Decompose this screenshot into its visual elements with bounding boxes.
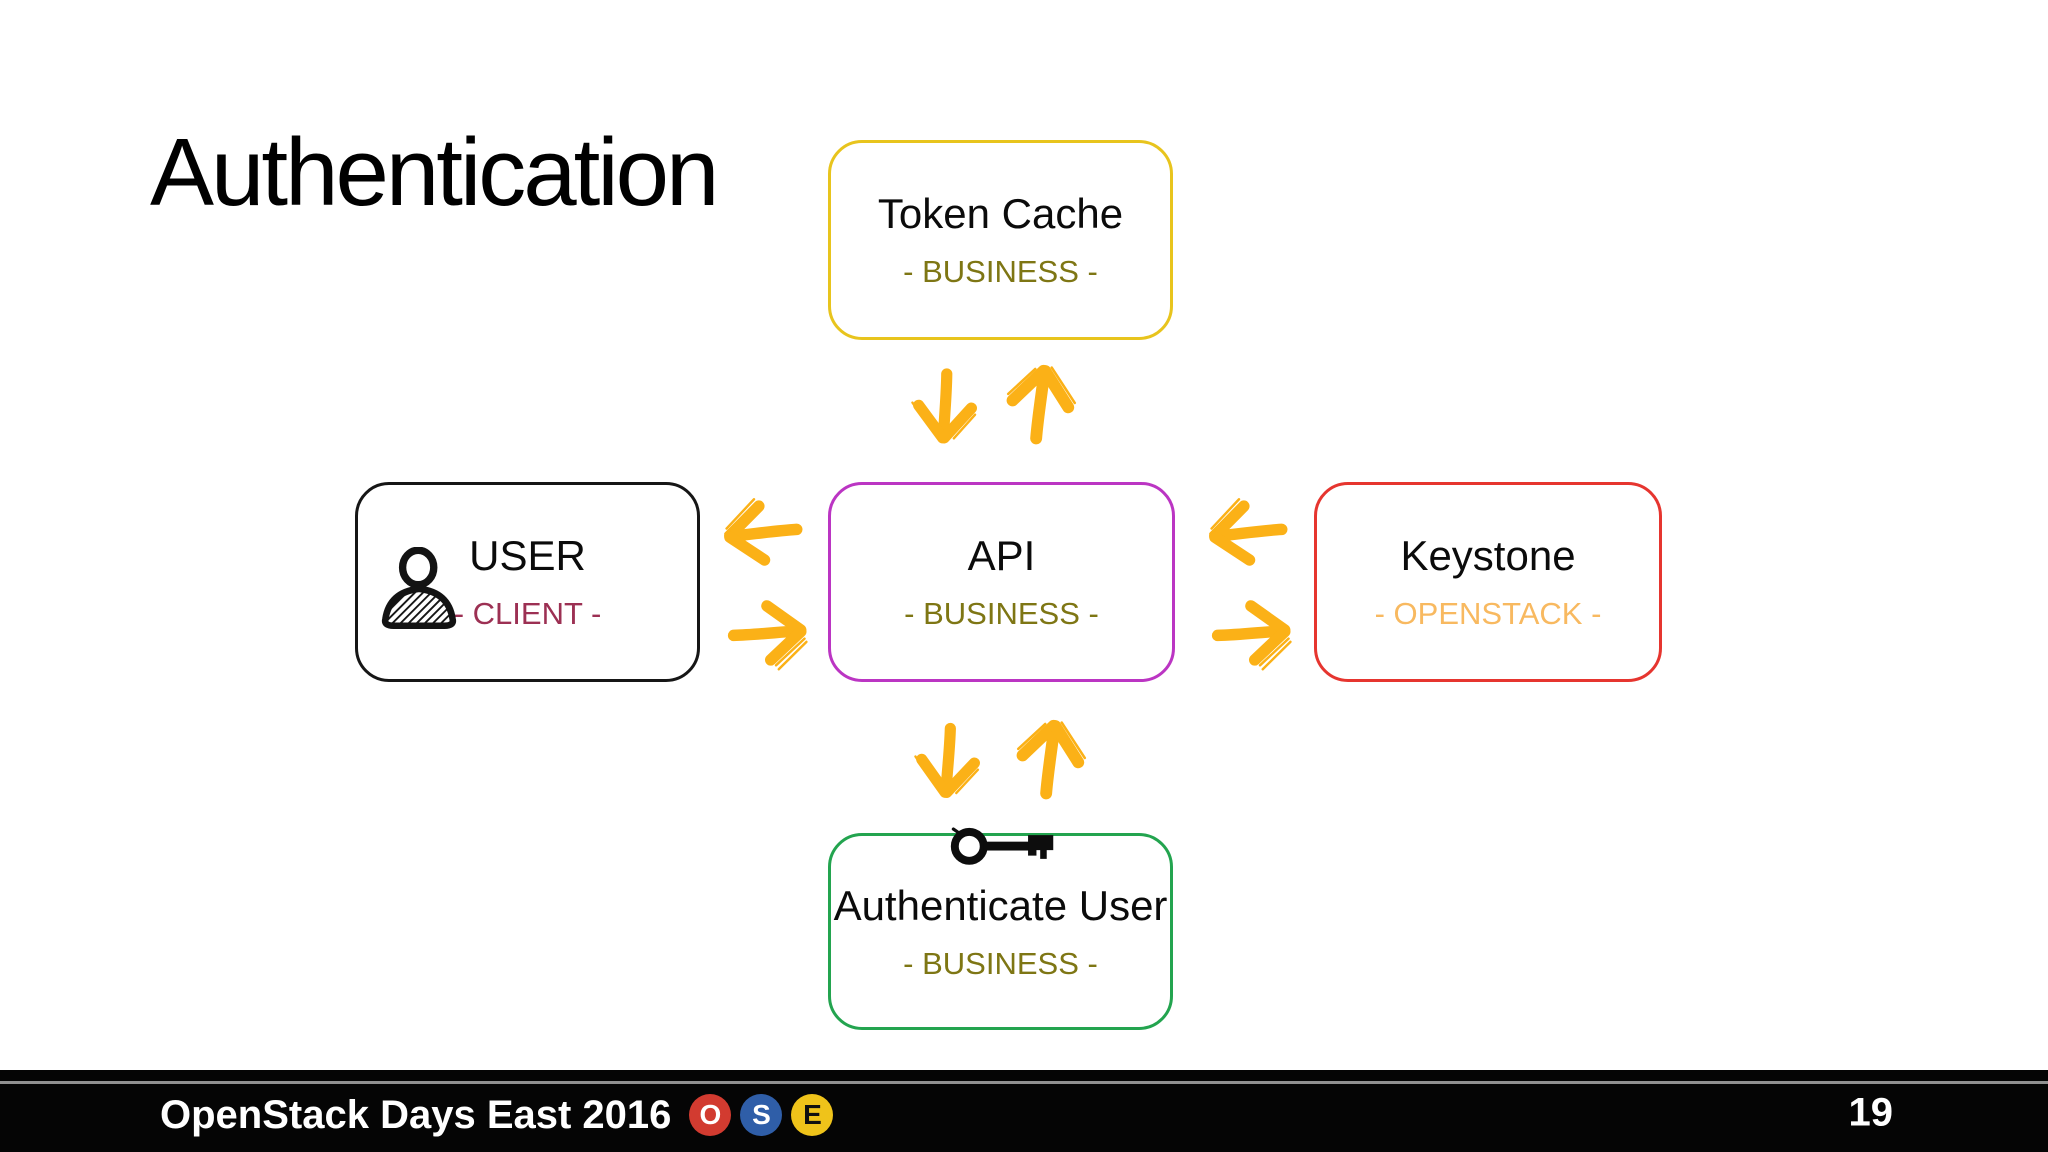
arrow-up-icon xyxy=(1002,698,1100,818)
node-authenticate-user-tag: - BUSINESS - xyxy=(903,945,1098,981)
node-token-cache: Token Cache - BUSINESS - xyxy=(828,140,1173,340)
footer-bar: OpenStack Days East 2016 O S E 19 xyxy=(0,1070,2048,1152)
node-authenticate-user: Authenticate User - BUSINESS - xyxy=(828,827,1173,1030)
node-keystone-label: Keystone xyxy=(1400,532,1576,579)
node-authenticate-user-label: Authenticate User xyxy=(833,881,1168,929)
badge-s-icon: S xyxy=(740,1094,783,1136)
arrow-up-icon xyxy=(992,343,1090,463)
footer-event-title: OpenStack Days East 2016 xyxy=(160,1092,672,1137)
key-icon xyxy=(945,823,1057,869)
footer-divider-line xyxy=(0,1081,2048,1084)
subway-badges: O S E xyxy=(689,1094,834,1136)
badge-e-icon: E xyxy=(791,1094,834,1136)
node-api: API - BUSINESS - xyxy=(828,482,1175,682)
page-number: 19 xyxy=(1848,1090,1894,1135)
arrow-right-icon xyxy=(1199,589,1304,678)
node-user-tag: - CLIENT - xyxy=(453,596,602,631)
badge-o-icon: O xyxy=(689,1094,732,1136)
person-icon xyxy=(378,546,460,629)
arrow-down-icon xyxy=(905,709,992,814)
arrow-left-icon xyxy=(706,487,819,580)
node-api-tag: - BUSINESS - xyxy=(904,596,1099,631)
page-title: Authentication xyxy=(150,119,719,226)
node-user: USER - CLIENT - xyxy=(355,482,700,682)
arrow-left-icon xyxy=(1191,487,1304,580)
node-token-cache-tag: - BUSINESS - xyxy=(903,254,1098,289)
arrow-right-icon xyxy=(715,589,820,678)
node-user-label: USER xyxy=(469,532,586,579)
node-token-cache-label: Token Cache xyxy=(877,190,1124,237)
node-keystone-tag: - OPENSTACK - xyxy=(1374,596,1602,631)
node-api-label: API xyxy=(967,532,1036,579)
arrow-down-icon xyxy=(902,353,987,462)
node-keystone: Keystone - OPENSTACK - xyxy=(1314,482,1662,682)
